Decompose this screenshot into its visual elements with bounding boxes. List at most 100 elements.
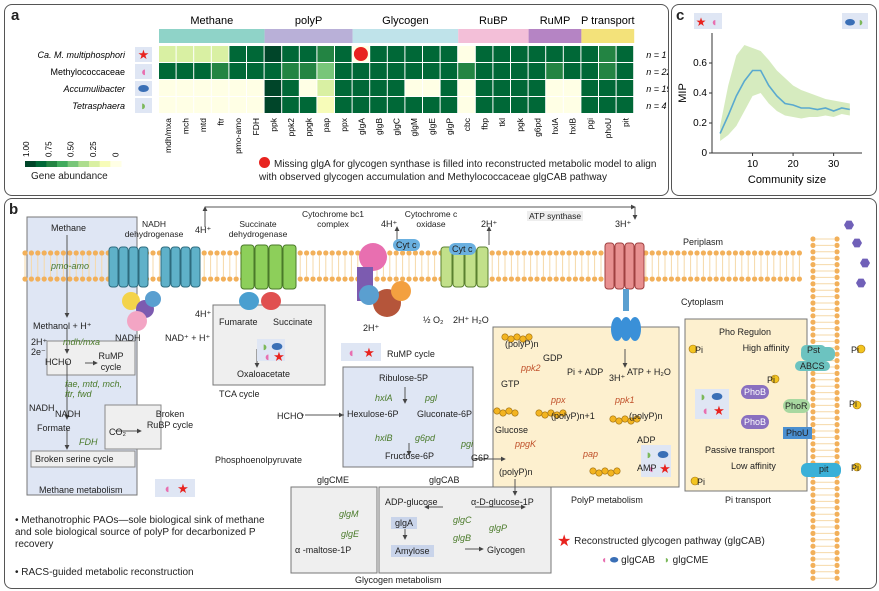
legend-swatch	[46, 161, 58, 167]
heatmap-cell	[159, 80, 176, 96]
x-tick-label: 30	[828, 159, 840, 170]
heatmap-cell	[299, 97, 317, 113]
lipid-head	[598, 250, 604, 256]
lipid-head	[534, 250, 540, 256]
heatmap-cell	[176, 80, 194, 96]
hexulose-label: Hexulose-6P	[347, 409, 399, 419]
pi-ball	[852, 462, 862, 472]
x-axis-label: Community size	[748, 174, 826, 186]
gene-label: glgA	[356, 118, 366, 135]
gene-label: mdh/mxa	[163, 118, 173, 153]
legend-swatch	[35, 161, 47, 167]
heatmap-cell	[493, 46, 510, 62]
transmembrane-helix	[634, 242, 645, 290]
lipid-head	[834, 575, 840, 581]
row-n: n = 19	[646, 84, 668, 94]
transmembrane-helix	[254, 244, 269, 290]
lipid-head	[834, 479, 840, 485]
stalk	[623, 289, 629, 311]
heatmap-cell	[317, 80, 334, 96]
heatmap-cell	[616, 97, 634, 113]
nadh2-methane: NADH	[55, 409, 81, 419]
gene-label: ftr	[216, 118, 226, 126]
amylose-label: Amylose	[391, 545, 434, 557]
heatmap-cell	[282, 97, 299, 113]
heatmap-cell	[335, 46, 352, 62]
legend-swatch	[25, 161, 37, 167]
mip-line	[719, 69, 850, 134]
lipid-head	[834, 377, 840, 383]
lipid-head	[572, 250, 579, 256]
gene-label: hxlA	[550, 118, 560, 135]
heatmap-cell	[299, 63, 317, 79]
lipid-head	[336, 250, 342, 256]
lipid-head	[834, 524, 840, 530]
polypn-bot-label: (polyP)n	[499, 467, 533, 477]
polypn1-label: (polyP)n+1	[551, 411, 595, 421]
polyp-bead	[535, 409, 543, 417]
legend-tick: 0.25	[89, 141, 98, 157]
hcho-rump-label: HCHO	[277, 411, 304, 421]
lipid-head	[208, 250, 214, 256]
heatmap-cell	[546, 97, 563, 113]
heatmap-cell	[247, 63, 264, 79]
pi-6: Pi	[851, 463, 860, 473]
lipid-head	[67, 250, 73, 256]
subunit	[127, 311, 147, 331]
row-n: n = 1	[646, 50, 666, 60]
lipid-head	[810, 428, 816, 434]
lipid-head	[810, 422, 816, 428]
lipid-head	[810, 441, 816, 447]
lipid-head	[316, 250, 322, 256]
lipid-head	[73, 250, 79, 256]
lipid-head	[150, 250, 156, 256]
row-icon-bg	[135, 64, 152, 79]
lipid-head	[681, 276, 687, 282]
heatmap-cell	[528, 63, 546, 79]
gene-label: ppgk	[304, 117, 314, 136]
lipid-head	[810, 326, 816, 332]
lipid-head	[99, 250, 105, 256]
heatmap-cell	[299, 80, 317, 96]
polyp-bead	[559, 409, 567, 417]
lipid-head	[540, 250, 547, 256]
lipid-head	[297, 250, 303, 256]
lipid-head	[547, 250, 553, 256]
transmembrane-helix	[108, 246, 119, 288]
lipid-head	[834, 562, 840, 568]
legend-tick: 0.75	[44, 141, 53, 157]
lipid-head	[508, 250, 514, 256]
lipid-head	[681, 250, 687, 256]
heatmap-cell	[159, 46, 176, 62]
lipid-head	[220, 250, 226, 256]
lipid-head	[834, 569, 840, 575]
lipid-head	[348, 276, 354, 282]
row-label: Ca. M. multiphosphori	[37, 50, 126, 60]
gtp-label: GTP	[501, 379, 520, 389]
row-n: n = 4	[646, 101, 666, 111]
lipid-head	[810, 447, 816, 453]
lipid-head	[834, 390, 840, 396]
star-icon: ★	[713, 403, 725, 418]
heatmap-cell	[423, 97, 440, 113]
lipid-head	[675, 276, 681, 282]
lipid-head	[323, 276, 329, 282]
lipid-head	[810, 530, 816, 536]
lipid-head	[745, 276, 751, 282]
lipid-head	[810, 255, 816, 261]
lipid-head	[834, 268, 840, 274]
rump-box	[342, 366, 474, 468]
heatmap-cell	[352, 80, 370, 96]
heatmap-cell	[546, 63, 563, 79]
blue-cell-icon: ⬬	[271, 339, 282, 354]
phor-label: PhoR	[783, 399, 810, 413]
blue-icon: ⬬	[138, 81, 149, 96]
transmembrane-helix	[440, 246, 453, 288]
heatmap-cell	[563, 63, 581, 79]
pink-cell-icon: ◖	[710, 15, 717, 29]
icon-bg	[257, 339, 285, 361]
lipid-head	[579, 250, 585, 256]
lipid-head	[810, 409, 816, 415]
pink-cell-icon: ◖	[347, 345, 355, 360]
gene-label: hxlB	[568, 118, 578, 135]
